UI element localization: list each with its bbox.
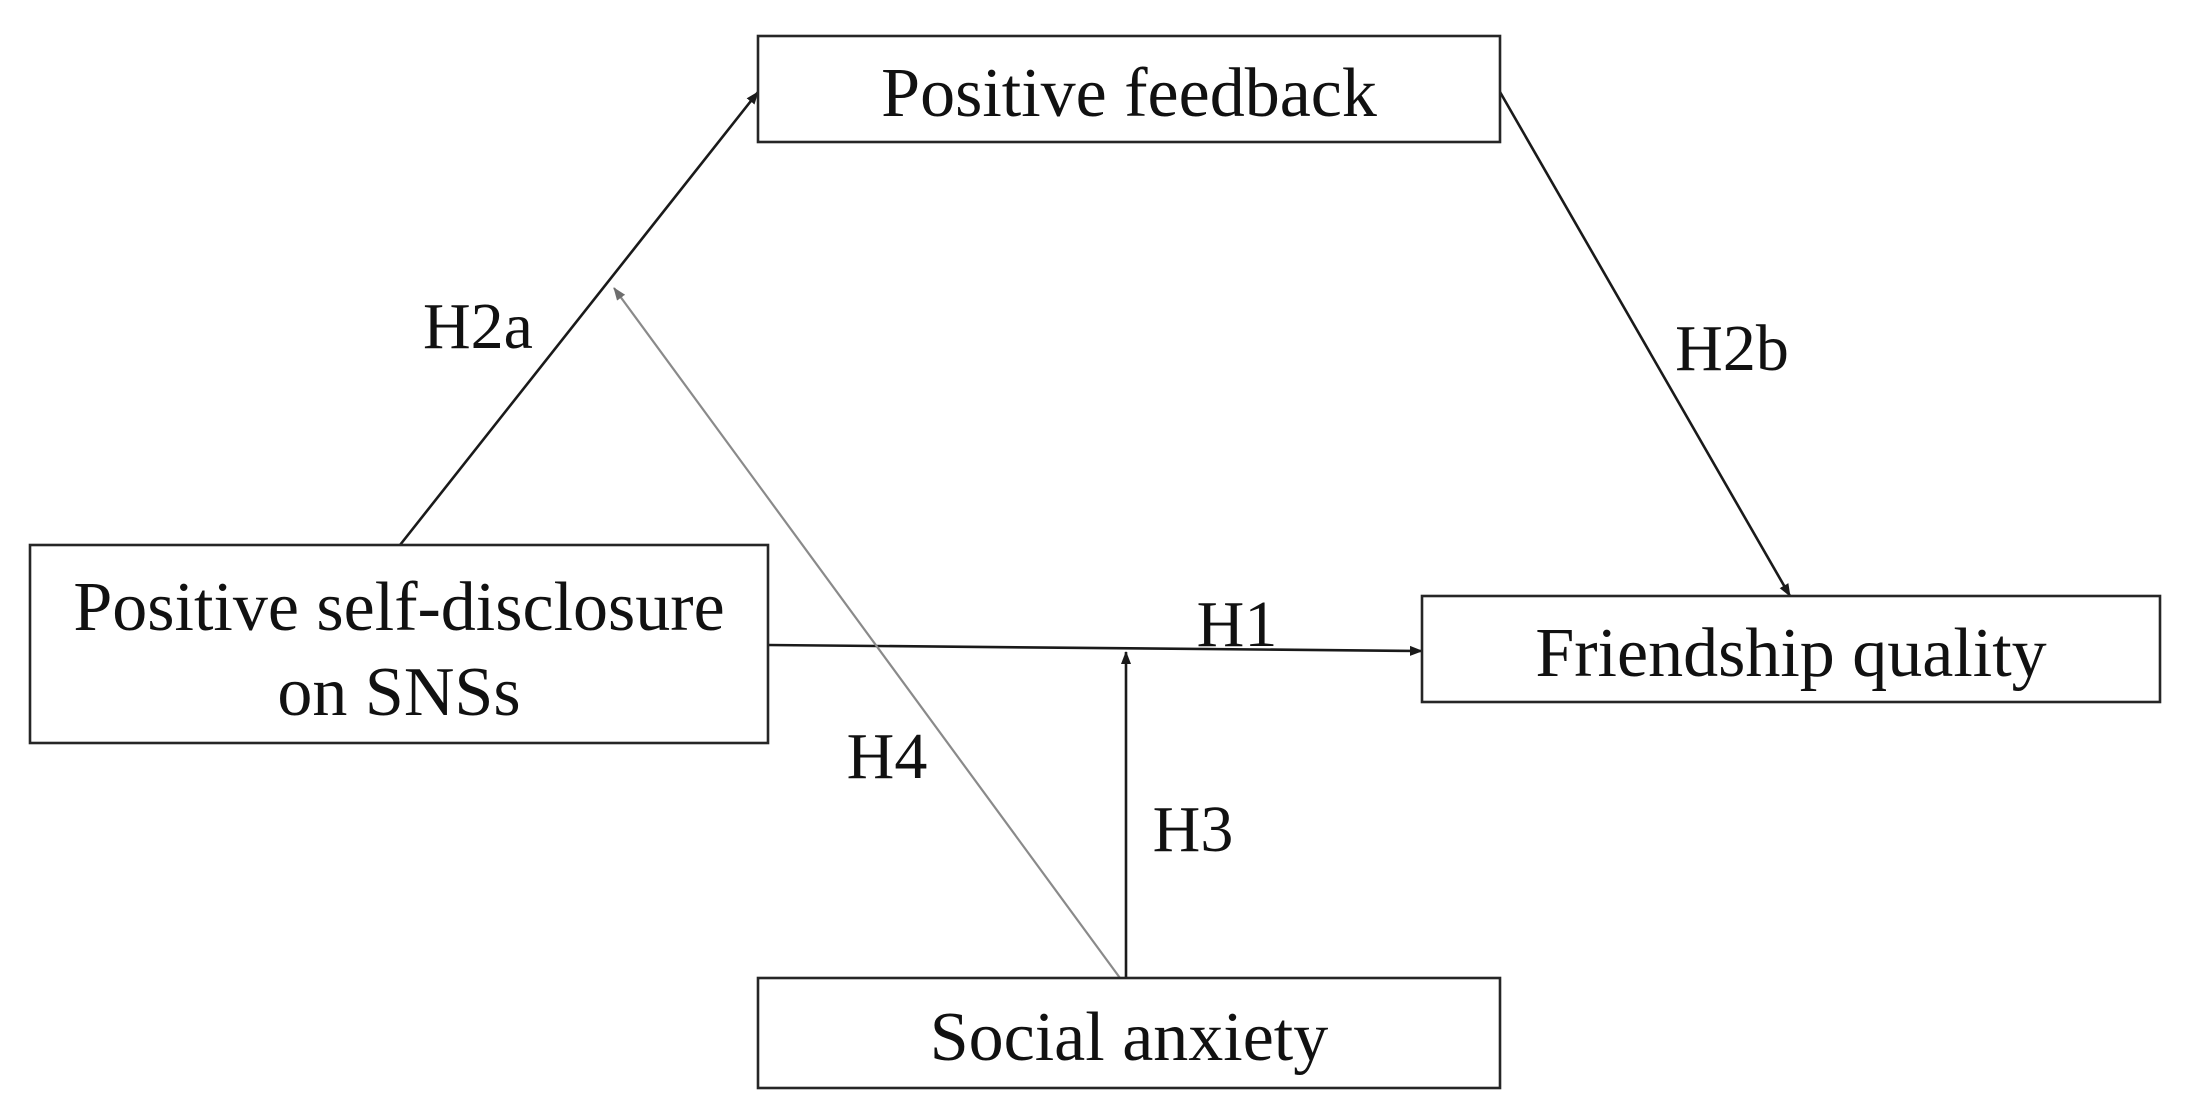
label-h2a: H2a [423,290,533,363]
label-h1: H1 [1197,588,1278,661]
node-friendship-quality-label: Friendship quality [1535,615,2046,692]
node-self-disclosure: Positive self-disclosure on SNSs [28,543,770,745]
node-friendship-quality: Friendship quality [1420,594,2162,704]
label-h2b: H2b [1675,312,1789,385]
node-social-anxiety: Social anxiety [756,976,1502,1090]
node-positive-feedback-label: Positive feedback [881,55,1377,132]
label-h3: H3 [1153,793,1234,866]
arrow-h1 [767,643,1423,656]
label-h4: H4 [847,720,928,793]
node-positive-feedback: Positive feedback [756,34,1502,144]
arrow-h4 [613,287,1121,979]
node-social-anxiety-label: Social anxiety [930,999,1329,1076]
node-self-disclosure-label-line1: Positive self-disclosure [73,569,724,646]
node-self-disclosure-label-line2: on SNSs [277,654,520,731]
arrow-h2a [398,91,760,546]
arrow-h2b [1498,91,1792,597]
